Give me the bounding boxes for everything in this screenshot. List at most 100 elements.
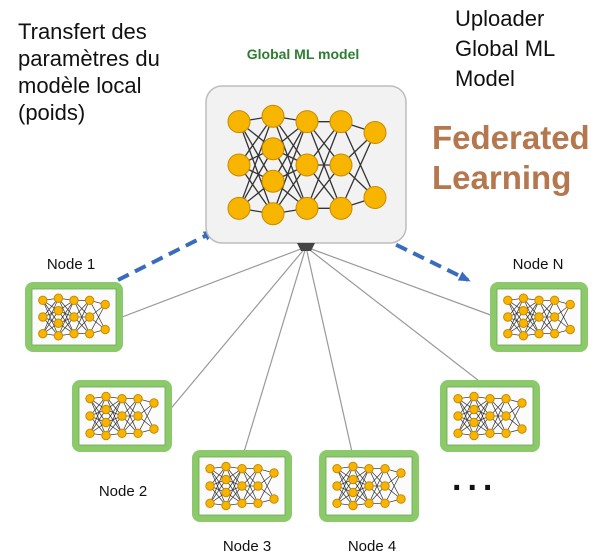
connector-line	[121, 246, 307, 318]
neuron	[133, 411, 143, 421]
neuron	[453, 393, 463, 404]
neuron	[549, 328, 560, 339]
neuron	[517, 424, 527, 434]
neuron	[84, 295, 95, 306]
neural-network-icon	[38, 293, 110, 341]
neuron	[100, 324, 110, 335]
neuron	[117, 411, 127, 421]
neuron	[503, 295, 513, 306]
neuron	[227, 110, 251, 134]
left-caption-line: modèle local	[18, 73, 142, 98]
neuron	[295, 110, 319, 134]
right-caption-line: Model	[455, 66, 515, 91]
neuron	[453, 411, 463, 421]
neuron	[69, 295, 79, 306]
connector-line	[305, 246, 484, 385]
neuron	[380, 498, 390, 509]
neuron	[501, 428, 511, 439]
neuron	[253, 498, 263, 509]
federated-learning-title: Federated Learning	[432, 118, 602, 198]
neuron	[53, 293, 64, 303]
neuron	[534, 328, 544, 339]
neuron	[469, 430, 479, 441]
neuron	[469, 404, 479, 415]
node-4-box	[319, 450, 419, 522]
neuron	[295, 196, 319, 220]
neuron	[517, 398, 527, 408]
neuron	[85, 411, 95, 421]
node-more-box	[440, 380, 540, 452]
global-model-label: Global ML model	[246, 46, 360, 62]
connector-line	[167, 246, 307, 413]
neuron	[348, 500, 358, 511]
global-model-box	[205, 85, 407, 251]
neuron	[261, 169, 285, 193]
neuron	[501, 411, 511, 421]
neural-network-icon	[332, 461, 406, 511]
neuron	[53, 331, 64, 341]
neuron	[237, 481, 247, 491]
hub-connector-icon	[297, 243, 315, 251]
neuron	[69, 328, 79, 339]
right-caption-line: Global ML	[455, 36, 556, 61]
neuron	[253, 481, 263, 491]
neuron	[101, 417, 111, 428]
neuron	[85, 393, 95, 404]
neuron	[565, 299, 575, 310]
neuron	[38, 328, 48, 339]
neuron	[329, 153, 353, 177]
neuron	[53, 306, 64, 316]
neuron	[253, 463, 263, 474]
neuron	[348, 474, 358, 485]
neuron	[501, 393, 511, 404]
neuron	[53, 318, 64, 328]
neuron	[348, 461, 358, 472]
node-n-box	[490, 282, 588, 352]
node-3-label: Node 3	[222, 538, 272, 555]
left-caption-line: paramètres du	[18, 46, 160, 71]
neuron	[549, 295, 560, 306]
node-1-label: Node 1	[46, 256, 96, 273]
neuron	[101, 391, 111, 402]
neuron	[69, 312, 79, 322]
neuron	[380, 481, 390, 491]
neuron	[100, 299, 110, 310]
neuron	[85, 428, 95, 439]
neuron	[503, 328, 513, 339]
neuron	[84, 312, 95, 322]
neuron	[101, 430, 111, 441]
neural-network-icon	[205, 461, 279, 511]
neuron	[363, 186, 387, 209]
node-3-box	[192, 450, 292, 522]
neuron	[534, 312, 544, 322]
neuron	[518, 318, 529, 328]
neuron	[364, 463, 374, 474]
local-params-caption: Transfert des paramètres du modèle local…	[18, 18, 228, 126]
neuron	[261, 104, 285, 128]
neuron	[205, 498, 215, 509]
neuron	[101, 404, 111, 415]
neuron	[503, 312, 513, 322]
neuron	[221, 487, 231, 498]
neuron	[518, 306, 529, 316]
left-caption-line: (poids)	[18, 100, 86, 125]
neuron	[133, 393, 143, 404]
title-line: Federated	[432, 119, 590, 156]
neuron	[469, 417, 479, 428]
connector-lines	[121, 246, 497, 453]
neuron	[269, 494, 279, 504]
neuron	[261, 202, 285, 226]
node-boxes	[25, 282, 588, 522]
upload-global-caption: Uploader Global ML Model	[455, 4, 595, 94]
neuron	[261, 137, 285, 161]
neuron	[332, 463, 342, 474]
neuron	[295, 153, 319, 177]
neuron	[117, 393, 127, 404]
neuron	[332, 481, 342, 491]
neuron	[380, 463, 390, 474]
neuron	[396, 494, 406, 504]
upload-arrow	[117, 230, 216, 282]
neuron	[364, 498, 374, 509]
left-caption-line: Transfert des	[18, 19, 147, 44]
